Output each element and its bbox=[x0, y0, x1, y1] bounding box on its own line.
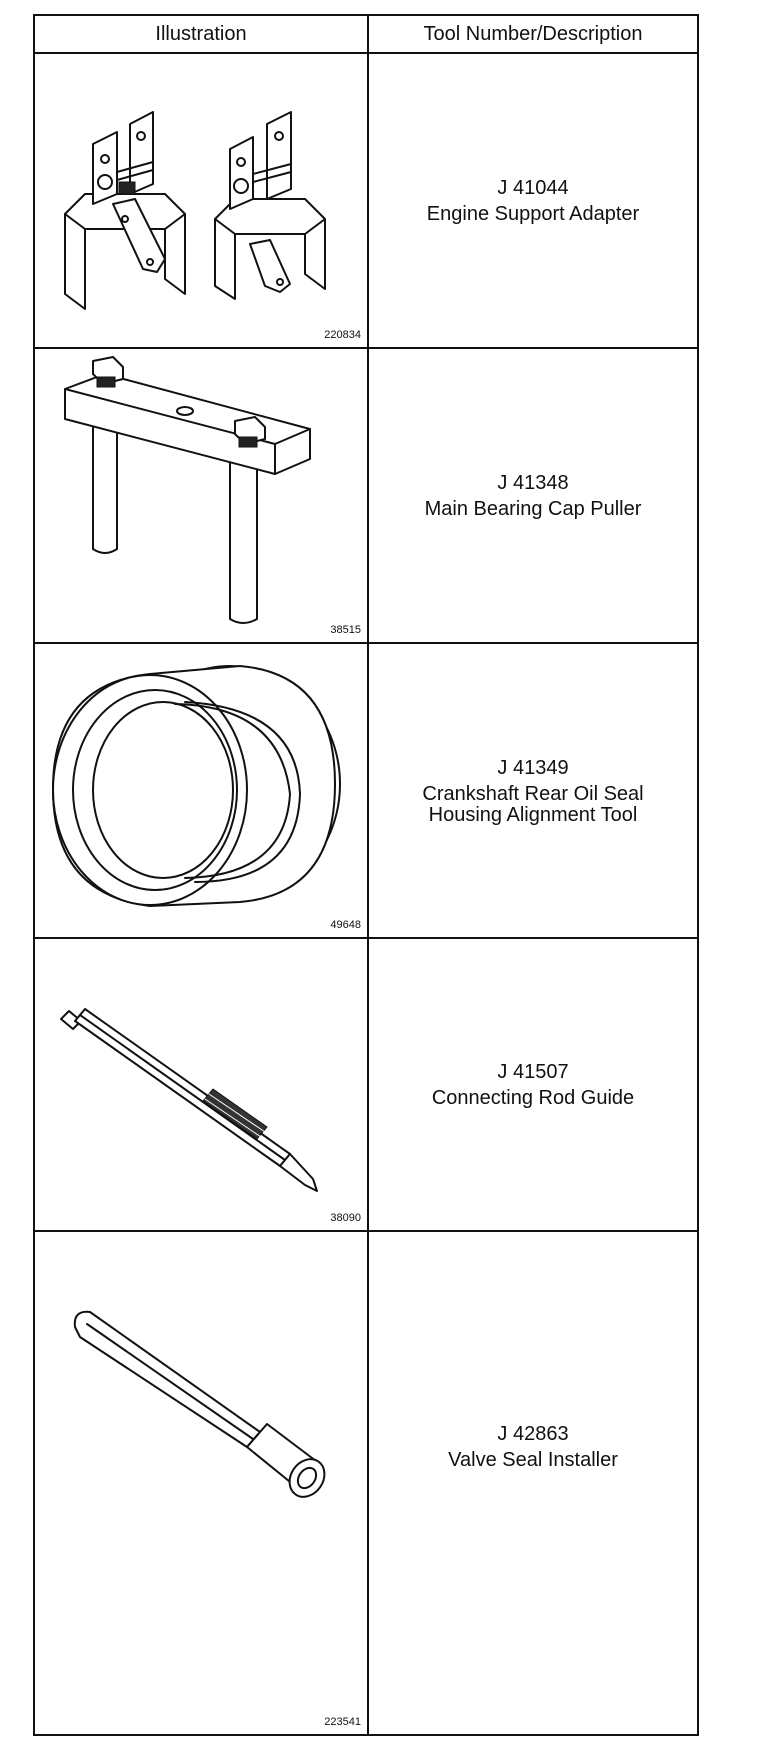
table-row: 223541 J 42863 Valve Seal Installer bbox=[35, 1232, 697, 1734]
illustration-ref-number: 38515 bbox=[330, 624, 361, 636]
illustration-ref-number: 49648 bbox=[330, 919, 361, 931]
description-cell: J 41348 Main Bearing Cap Puller bbox=[369, 349, 697, 642]
illustration-cell: 223541 bbox=[35, 1232, 369, 1734]
tool-number: J 42863 bbox=[497, 1423, 569, 1445]
valve-seal-installer-icon bbox=[73, 1310, 326, 1498]
main-bearing-cap-puller-icon bbox=[64, 356, 311, 624]
connecting-rod-guide-icon bbox=[60, 1008, 318, 1192]
header-illustration: Illustration bbox=[35, 16, 369, 52]
illustration-cell: 38090 bbox=[35, 939, 369, 1230]
tool-number: J 41507 bbox=[497, 1061, 569, 1083]
table-row: 38090 J 41507 Connecting Rod Guide bbox=[35, 939, 697, 1232]
table-header-row: Illustration Tool Number/Description bbox=[35, 16, 697, 54]
engine-support-adapter-icon bbox=[64, 111, 326, 310]
description-cell: J 41507 Connecting Rod Guide bbox=[369, 939, 697, 1230]
tool-number: J 41349 bbox=[497, 756, 569, 779]
tool-description: Valve Seal Installer bbox=[448, 1449, 618, 1471]
description-cell: J 41044 Engine Support Adapter bbox=[369, 54, 697, 347]
description-cell: J 42863 Valve Seal Installer bbox=[369, 1232, 697, 1734]
illustration-cell: 38515 bbox=[35, 349, 369, 642]
special-tools-table: Illustration Tool Number/Description bbox=[33, 14, 699, 1736]
illustration-ref-number: 223541 bbox=[324, 1716, 361, 1728]
tool-number: J 41348 bbox=[497, 472, 569, 494]
tool-description: Main Bearing Cap Puller bbox=[424, 498, 642, 520]
description-cell: J 41349 Crankshaft Rear Oil Seal Housing… bbox=[369, 644, 697, 937]
illustration-ref-number: 38090 bbox=[330, 1212, 361, 1224]
illustration-cell: 49648 bbox=[35, 644, 369, 937]
table-row: 220834 J 41044 Engine Support Adapter bbox=[35, 54, 697, 349]
seal-housing-alignment-ring-icon bbox=[52, 665, 341, 907]
header-tool-number-description: Tool Number/Description bbox=[423, 23, 643, 45]
illustration-ref-number: 220834 bbox=[324, 329, 361, 341]
tool-description: Connecting Rod Guide bbox=[431, 1087, 635, 1109]
tool-description: Crankshaft Rear Oil Seal Housing Alignme… bbox=[422, 782, 644, 826]
tool-number: J 41044 bbox=[497, 177, 569, 199]
table-row: 49648 J 41349 Crankshaft Rear Oil Seal H… bbox=[35, 644, 697, 939]
illustration-cell: 220834 bbox=[35, 54, 369, 347]
tool-description: Engine Support Adapter bbox=[426, 203, 640, 225]
table-row: 38515 J 41348 Main Bearing Cap Puller bbox=[35, 349, 697, 644]
